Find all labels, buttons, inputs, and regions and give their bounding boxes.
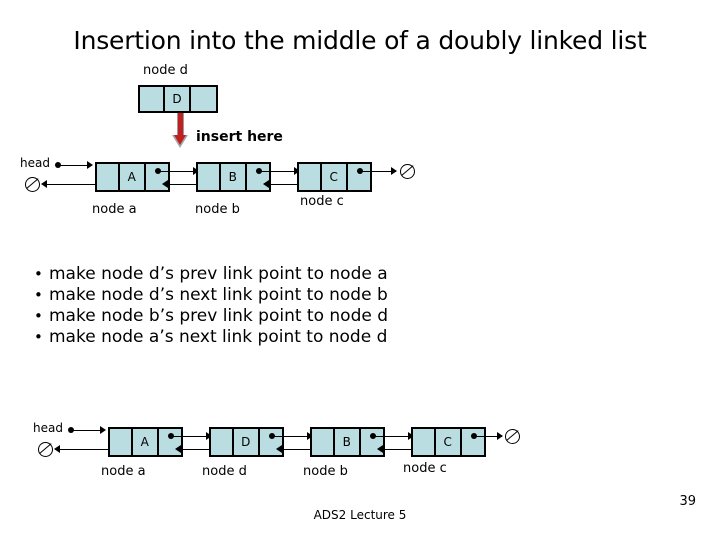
node-d-box: D: [138, 85, 218, 113]
bottom-b-next-line: [373, 436, 415, 437]
top-b-next-line: [259, 171, 301, 172]
node-d-data-cell: D: [165, 87, 191, 111]
bottom-b-prev-line: [279, 449, 325, 450]
bottom-d-next-line: [272, 436, 314, 437]
top-a-next-line: [158, 171, 200, 172]
top-caption-node-c: node c: [300, 194, 344, 209]
bottom-c-prev-line: [380, 449, 426, 450]
top-node-b-prev-cell: [198, 164, 221, 190]
top-node-c-box: C: [297, 162, 372, 192]
bottom-node-d-data-cell: D: [233, 429, 260, 455]
step-text: make node b’s prev link point to node d: [49, 306, 389, 326]
bottom-node-b-box: B: [310, 427, 385, 457]
top-node-a-prev-cell: [97, 164, 120, 190]
node-d-label: node d: [143, 63, 188, 78]
bottom-left-null-arrowhead: [54, 445, 60, 453]
bottom-head-arrowhead: [100, 426, 106, 434]
bottom-node-c-data-cell: C: [435, 429, 462, 455]
bottom-b-prev-arrowhead: [276, 445, 282, 453]
bottom-a-next-line: [171, 436, 213, 437]
top-right-null-icon: [400, 164, 415, 179]
top-node-c-prev-cell: [299, 164, 322, 190]
insert-here-label: insert here: [196, 129, 283, 145]
arrow-shaft: [177, 113, 184, 137]
list-item: • make node d’s prev link point to node …: [34, 264, 388, 285]
bottom-caption-node-b: node b: [303, 464, 348, 479]
top-node-b-box: B: [196, 162, 271, 192]
bullet-mark: •: [34, 307, 43, 325]
top-b-prev-arrowhead: [162, 180, 168, 188]
bottom-node-c-next-cell: [461, 429, 485, 455]
top-node-a-data-cell: A: [119, 164, 146, 190]
list-item: • make node d’s next link point to node …: [34, 285, 388, 306]
page-number: 39: [679, 494, 696, 509]
top-left-null-line: [47, 184, 109, 185]
bottom-node-a-prev-cell: [110, 429, 133, 455]
top-left-null-arrowhead: [41, 180, 47, 188]
top-head-arrowhead: [87, 161, 93, 169]
top-head-line: [58, 165, 88, 166]
footer-text: ADS2 Lecture 5: [313, 508, 407, 522]
bottom-node-b-data-cell: B: [334, 429, 361, 455]
bottom-node-c-box: C: [411, 427, 486, 457]
steps-list: • make node d’s prev link point to node …: [34, 264, 388, 348]
arrow-head: [174, 135, 186, 145]
top-c-next-arrowhead: [391, 167, 397, 175]
top-c-next-line: [360, 171, 396, 172]
bottom-head-line: [71, 430, 101, 431]
bottom-c-next-line: [474, 436, 502, 437]
bottom-node-c-prev-cell: [413, 429, 436, 455]
top-caption-node-a: node a: [92, 202, 137, 217]
step-text: make node a’s next link point to node d: [49, 327, 388, 347]
bottom-c-prev-arrowhead: [377, 445, 383, 453]
bottom-left-null-icon: [38, 442, 53, 457]
top-node-c-next-cell: [347, 164, 371, 190]
bottom-node-d-box: D: [209, 427, 284, 457]
node-d-next-cell: [190, 87, 216, 111]
bullet-mark: •: [34, 286, 43, 304]
page-title: Insertion into the middle of a doubly li…: [73, 26, 647, 55]
bottom-right-null-icon: [505, 429, 520, 444]
top-left-null-icon: [25, 177, 40, 192]
bottom-node-d-prev-cell: [211, 429, 234, 455]
top-head-label: head: [20, 156, 50, 170]
insert-down-arrow-icon: [172, 113, 188, 149]
bottom-d-prev-arrowhead: [175, 445, 181, 453]
list-item: • make node a’s next link point to node …: [34, 327, 388, 348]
bottom-head-label: head: [33, 421, 63, 435]
bullet-mark: •: [34, 328, 43, 346]
bottom-node-a-box: A: [108, 427, 183, 457]
list-item: • make node b’s prev link point to node …: [34, 306, 388, 327]
step-text: make node d’s prev link point to node a: [49, 264, 388, 284]
node-d-prev-cell: [140, 87, 166, 111]
top-c-prev-line: [266, 184, 312, 185]
bottom-d-prev-line: [178, 449, 224, 450]
bottom-node-b-prev-cell: [312, 429, 335, 455]
bottom-node-a-data-cell: A: [132, 429, 159, 455]
bottom-caption-node-c: node c: [403, 461, 447, 476]
step-text: make node d’s next link point to node b: [49, 285, 388, 305]
bottom-c-next-arrowhead: [497, 432, 503, 440]
bullet-mark: •: [34, 265, 43, 283]
top-caption-node-b: node b: [195, 202, 240, 217]
bottom-left-null-line: [60, 449, 122, 450]
top-node-a-box: A: [95, 162, 170, 192]
top-node-b-data-cell: B: [220, 164, 247, 190]
top-node-c-data-cell: C: [321, 164, 348, 190]
top-b-prev-line: [165, 184, 211, 185]
bottom-caption-node-a: node a: [101, 464, 146, 479]
bottom-caption-node-d: node d: [202, 464, 247, 479]
top-c-prev-arrowhead: [263, 180, 269, 188]
